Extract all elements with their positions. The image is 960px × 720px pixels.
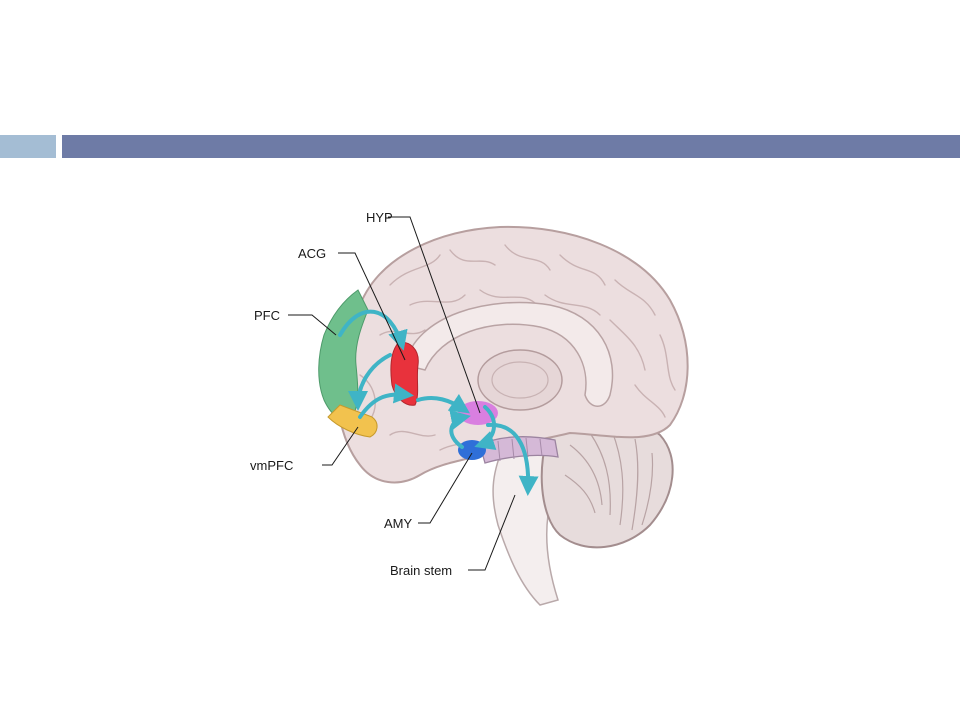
pathway-arrows: [338, 309, 539, 496]
thalamus: [477, 349, 563, 411]
brain-diagram: HYP ACG PFC vmPFC AMY Brain stem: [240, 195, 720, 615]
header-bar: [62, 135, 960, 158]
label-acg: ACG: [298, 246, 326, 261]
header-accent-bar: [0, 135, 56, 158]
label-amy: AMY: [384, 516, 413, 531]
cortex-gyri: [359, 244, 676, 451]
brain-svg: HYP ACG PFC vmPFC AMY Brain stem: [250, 210, 689, 606]
label-hyp: HYP: [366, 210, 393, 225]
arrow-amy-to-hyp: [449, 409, 471, 449]
arrow-amy-to-stem: [486, 422, 539, 496]
label-pfc: PFC: [254, 308, 280, 323]
arrow-acg-to-hyp: [416, 393, 470, 414]
arrow-acg-to-pfc: [348, 353, 392, 411]
label-vmpfc: vmPFC: [250, 458, 293, 473]
arrow-vmpfc-to-acg: [358, 383, 414, 419]
cerebellum-folia: [564, 430, 654, 531]
corpus-callosum: [404, 301, 614, 407]
arrow-hyp-to-amy: [474, 405, 497, 451]
arrow-pfc-to-acg: [338, 309, 408, 351]
label-brain-stem: Brain stem: [390, 563, 452, 578]
leader-lines: [288, 216, 516, 571]
